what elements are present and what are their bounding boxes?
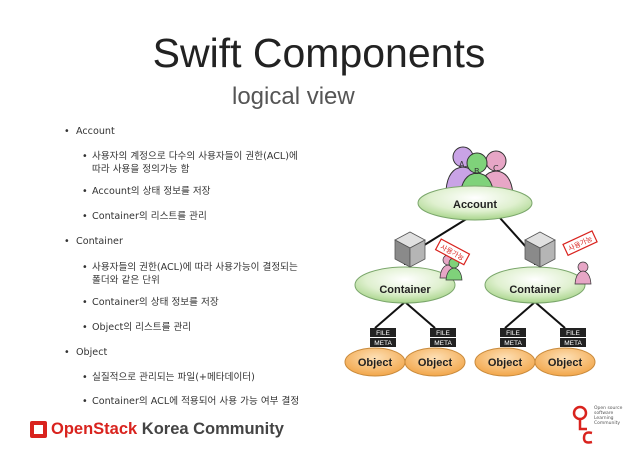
object-node: FILE META Object: [474, 328, 536, 377]
file-label: FILE: [436, 330, 450, 337]
object-label: Object: [548, 357, 583, 369]
container-user-icon: [574, 261, 592, 285]
olc-text-line: Open source: [594, 406, 623, 411]
olc-logo-icon: [572, 405, 593, 444]
meta-label: META: [374, 340, 392, 347]
object-label: Object: [418, 357, 453, 369]
bullet-object: Object: [64, 346, 107, 359]
openstack-logo-icon: [30, 421, 47, 438]
meta-label: META: [504, 340, 522, 347]
bullet-line: 폴더와 같은 단위: [92, 275, 160, 286]
meta-label: META: [564, 340, 582, 347]
bullet-line: 따라 사용을 정의가능 함: [92, 164, 190, 175]
bullet-container-2: Container의 상태 정보를 저장: [82, 296, 219, 309]
bullet-line: 사용자의 계정으로 다수의 사용자들이 권한(ACL)에: [92, 151, 298, 162]
openstack-korea-logo: OpenStack Korea Community: [30, 420, 284, 439]
bullet-account-1: 사용자의 계정으로 다수의 사용자들이 권한(ACL)에 따라 사용을 정의가능…: [82, 150, 298, 176]
meta-label: META: [434, 340, 452, 347]
bullet-container-1: 사용자들의 권한(ACL)에 따라 사용가능이 결정되는 폴더와 같은 단위: [82, 261, 298, 287]
container-label-right: Container: [509, 284, 561, 296]
bullet-object-1: 실질적으로 관리되는 파일(+메타데이터): [82, 371, 255, 384]
object-label: Object: [488, 357, 523, 369]
file-label: FILE: [566, 330, 580, 337]
bullet-line: 사용자들의 권한(ACL)에 따라 사용가능이 결정되는: [92, 262, 298, 273]
bullet-account-3: Container의 리스트를 관리: [82, 210, 207, 223]
bullet-object-2: Container의 ACL에 적용되어 사용 가능 여부 결정: [82, 395, 299, 408]
line-container-object: [534, 301, 566, 329]
swift-logical-diagram: A C B Account: [344, 146, 598, 377]
slide-title: Swift Components: [152, 30, 486, 76]
container-label-left: Container: [379, 284, 431, 296]
line-container-object: [374, 301, 406, 329]
slide-subtitle: logical view: [232, 83, 355, 110]
olc-text-line: software: [594, 411, 614, 416]
bullet-account-2: Account의 상태 정보를 저장: [82, 185, 210, 198]
object-node: FILE META Object: [344, 328, 406, 377]
server-box-icon: [394, 231, 426, 268]
account-label: Account: [453, 199, 497, 211]
olc-text-line: Community: [594, 421, 621, 426]
object-node: FILE META Object: [534, 328, 596, 377]
users-icon: A C B: [445, 146, 514, 197]
logo-text-korea-community: Korea Community: [137, 420, 284, 438]
bullet-account: Account: [64, 125, 115, 138]
line-container-object: [504, 301, 536, 329]
line-container-object: [404, 301, 436, 329]
bullet-container-3: Object의 리스트를 관리: [82, 321, 191, 334]
file-label: FILE: [506, 330, 520, 337]
bullet-container: Container: [64, 235, 123, 248]
object-node: FILE META Object: [404, 328, 466, 377]
file-label: FILE: [376, 330, 390, 337]
logo-text-openstack: OpenStack: [51, 420, 138, 438]
account-node: Account: [417, 185, 533, 221]
container-node-left: 사용가능 Container: [354, 231, 471, 304]
container-node-right: 사용가능 Container: [484, 230, 598, 304]
user-a-letter: A: [459, 160, 465, 169]
bullet-list: Account 사용자의 계정으로 다수의 사용자들이 권한(ACL)에 따라 …: [0, 0, 320, 420]
user-b-letter: B: [474, 167, 480, 176]
server-box-icon: [524, 231, 556, 268]
usable-badge: 사용가능: [562, 230, 598, 257]
olc-logo-text: Open source software Learning Community: [594, 406, 622, 426]
object-label: Object: [358, 357, 393, 369]
olc-text-line: Learning: [594, 416, 614, 421]
user-c-letter: C: [493, 164, 499, 173]
